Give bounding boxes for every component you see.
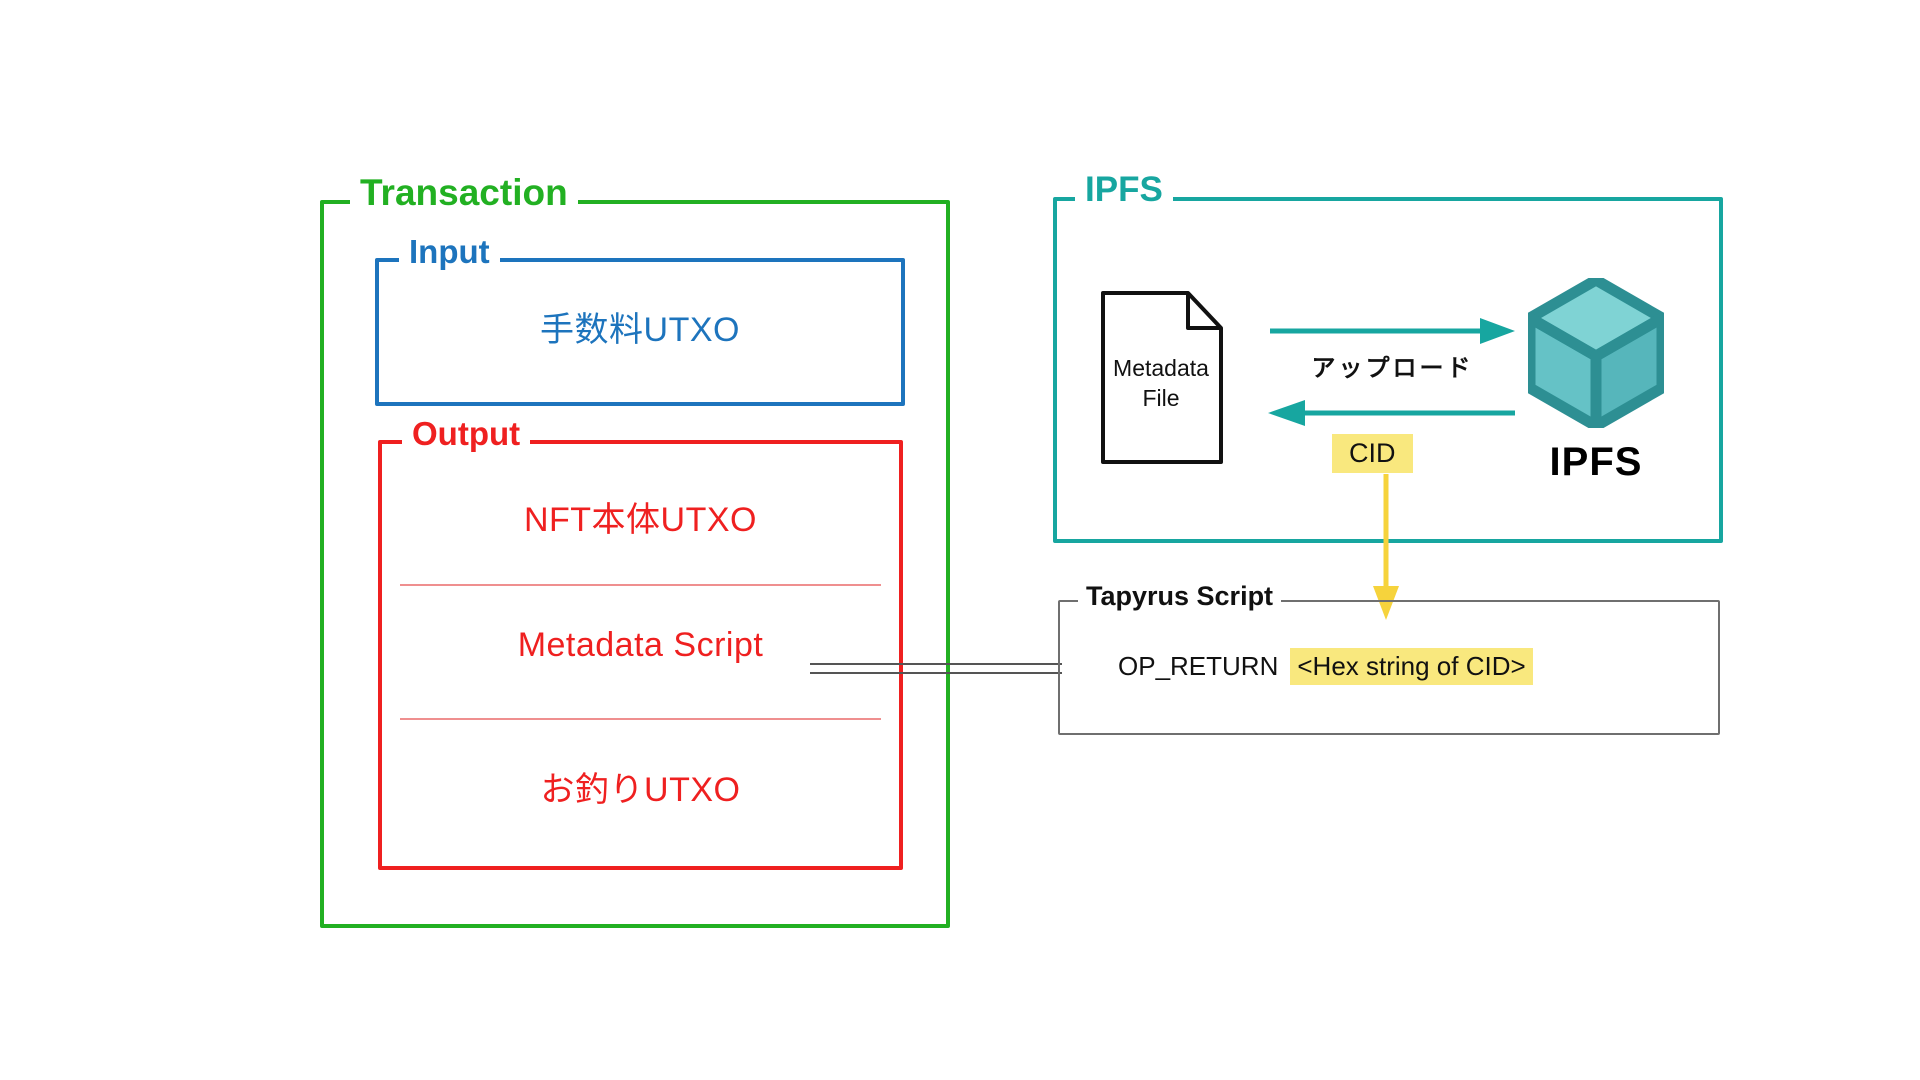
opreturn-row: OP_RETURN <Hex string of CID> [1118,648,1533,685]
metadata-file-caption-line1: Metadata [1113,355,1209,381]
input-group: Input 手数料UTXO [375,235,905,406]
ipfs-storage-label: IPFS [1549,440,1643,484]
output-item-metadata-script: Metadata Script [517,626,764,664]
transaction-label: Transaction [350,174,578,211]
opreturn-operand: <Hex string of CID> [1290,648,1533,685]
tapyrus-script-group: Tapyrus Script [1058,583,1720,735]
metadata-script-to-tapyrus-connector [810,663,1062,674]
output-item-nft-utxo: NFT本体UTXO [523,501,758,539]
output-item-change-utxo: お釣りUTXO [540,771,741,809]
output-group: Output NFT本体UTXO Metadata Script お釣りUTXO [378,417,903,870]
ipfs-cube-icon [1528,278,1664,428]
metadata-file-icon: Metadata File [1100,290,1236,465]
output-frame [378,440,903,870]
connector-line-top [810,663,1062,665]
metadata-file-caption: Metadata File [1100,354,1222,414]
input-frame [375,258,905,406]
metadata-file-caption-line2: File [1142,384,1180,411]
cid-return-arrow-icon [1268,400,1515,426]
output-separator-1 [400,584,881,586]
ipfs-label: IPFS [1075,172,1173,207]
transaction-frame [320,200,950,928]
upload-arrow-label: アップロード [1311,355,1474,382]
cid-tag: CID [1332,434,1413,473]
output-label: Output [402,417,531,450]
transaction-group: Transaction Input 手数料UTXO Output NFT本体UT… [320,174,950,928]
tapyrus-script-label: Tapyrus Script [1078,583,1282,610]
input-item-fee-utxo: 手数料UTXO [540,311,740,349]
input-label: Input [399,235,500,268]
opreturn-opcode: OP_RETURN [1118,651,1279,681]
tapyrus-script-frame [1058,600,1720,735]
output-separator-2 [400,718,881,720]
connector-line-bottom [810,672,1062,674]
upload-arrow-icon [1270,318,1515,344]
cid-to-script-arrow-icon [1373,474,1399,620]
